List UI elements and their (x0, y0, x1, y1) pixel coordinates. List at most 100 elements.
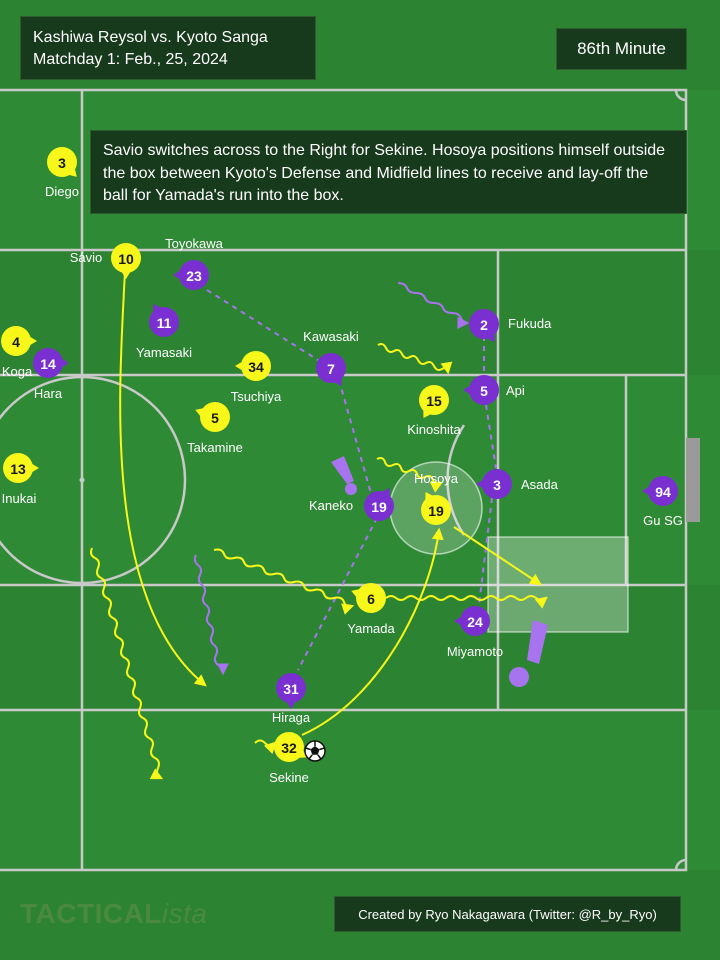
player-number: 5 (211, 410, 219, 426)
credit-text: Created by Ryo Nakagawara (Twitter: @R_b… (358, 906, 657, 922)
player-marker (356, 583, 386, 613)
player-marker (149, 307, 179, 337)
player-marker (241, 351, 271, 381)
match-title-panel: Kashiwa Reysol vs. Kyoto Sanga Matchday … (20, 16, 316, 80)
kashiwa-player-hosoya: 19 Hosoya (414, 471, 459, 525)
player-name: Hiraga (272, 710, 311, 725)
player-number: 4 (12, 334, 20, 350)
player-marker (33, 348, 63, 378)
player-number: 14 (40, 356, 56, 372)
matchday-date: Matchday 1: Feb., 25, 2024 (33, 51, 228, 68)
kyoto-player-gu-sg: 94 Gu SG (642, 476, 683, 528)
player-name: Inukai (2, 491, 37, 506)
match-title: Kashiwa Reysol vs. Kyoto Sanga (33, 29, 268, 46)
player-number: 7 (327, 361, 335, 377)
player-number: 23 (186, 268, 202, 284)
player-number: 3 (493, 477, 501, 493)
player-name: Fukuda (508, 316, 552, 331)
player-name: Diego (45, 184, 79, 199)
player-marker (274, 732, 304, 762)
player-name: Hosoya (414, 471, 459, 486)
player-name: Asada (521, 477, 559, 492)
logo-main: TACTICAL (20, 898, 162, 929)
player-name: Yamada (347, 621, 395, 636)
player-marker (276, 673, 306, 703)
player-marker (419, 385, 449, 415)
player-name: Miyamoto (447, 644, 503, 659)
kashiwa-movements (90, 269, 548, 780)
player-marker (460, 606, 490, 636)
kyoto-player-toyokawa: 23 Toyokawa (165, 236, 224, 290)
player-marker (179, 260, 209, 290)
player-marker (47, 147, 77, 177)
player-number: 94 (655, 484, 671, 500)
player-number: 31 (283, 681, 299, 697)
player-name: Tsuchiya (231, 389, 282, 404)
player-name: Sávio (70, 250, 103, 265)
player-marker (316, 353, 346, 383)
centre-spot (79, 477, 85, 483)
player-number: 10 (118, 251, 134, 267)
player-name: Api (506, 383, 525, 398)
player-number: 34 (248, 359, 264, 375)
player-number: 19 (428, 503, 444, 519)
credit-panel: Created by Ryo Nakagawara (Twitter: @R_b… (334, 896, 681, 932)
player-name: Yamasaki (136, 345, 192, 360)
player-marker (3, 453, 33, 483)
player-number: 32 (281, 740, 297, 756)
player-marker (482, 469, 512, 499)
player-number: 11 (157, 315, 172, 331)
caption-panel: Savio switches across to the Right for S… (90, 130, 687, 214)
tacticalista-logo: TACTICALista (20, 898, 207, 930)
match-minute: 86th Minute (577, 39, 666, 58)
soccer-ball-icon (304, 740, 326, 762)
goal (686, 438, 700, 522)
player-marker (469, 309, 499, 339)
kashiwa-player-sávio: 10 Sávio (70, 243, 141, 279)
kyoto-player-asada: 3 Asada (476, 469, 559, 499)
player-name: Koga (2, 364, 33, 379)
kyoto-player-fukuda: 2 Fukuda (469, 309, 552, 343)
player-marker (1, 326, 31, 356)
player-number: 19 (371, 499, 387, 515)
player-name: Kaneko (309, 498, 353, 513)
player-number: 2 (480, 317, 488, 333)
player-number: 3 (58, 155, 66, 171)
logo-suffix: ista (161, 898, 208, 929)
player-name: Takamine (187, 440, 243, 455)
player-marker (469, 375, 499, 405)
kyoto-marking-lines (206, 289, 497, 671)
player-number: 6 (367, 591, 375, 607)
exclamation-icon (331, 456, 357, 495)
target-space-box (487, 536, 629, 633)
player-number: 24 (467, 614, 483, 630)
player-marker (111, 243, 141, 273)
kyoto-player-api: 5 Api (463, 375, 525, 405)
player-name: Gu SG (643, 513, 683, 528)
player-name: Toyokawa (165, 236, 224, 251)
player-marker (364, 491, 394, 521)
exclamation-icon (509, 620, 548, 687)
kyoto-runs (193, 282, 470, 676)
kyoto-player-kaneko: 19 Kaneko (309, 487, 394, 521)
match-minute-panel: 86th Minute (556, 28, 687, 70)
player-name: Hara (34, 386, 63, 401)
player-marker (648, 476, 678, 506)
caption-text: Savio switches across to the Right for S… (103, 142, 666, 204)
player-number: 13 (10, 461, 26, 477)
player-marker (421, 495, 451, 525)
player-number: 5 (480, 383, 488, 399)
player-marker (200, 402, 230, 432)
